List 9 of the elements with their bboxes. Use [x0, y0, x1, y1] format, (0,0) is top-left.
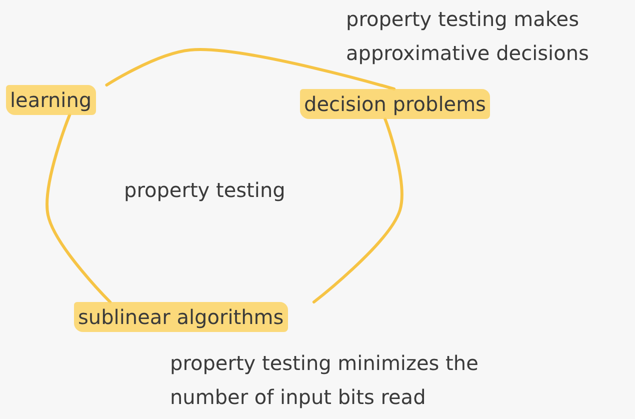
annotation-note: property testing makes approximative decisions [346, 6, 590, 67]
highlighted-term: decision problems [300, 89, 490, 119]
connector-line [105, 48, 396, 90]
highlighted-term: learning [6, 85, 96, 115]
connector-line [312, 118, 404, 304]
center-label: property testing [124, 178, 286, 202]
annotation-note: property testing minimizes the number of input bits read [170, 350, 480, 411]
connector-line [46, 114, 112, 304]
highlighted-term: sublinear algorithms [74, 302, 288, 332]
